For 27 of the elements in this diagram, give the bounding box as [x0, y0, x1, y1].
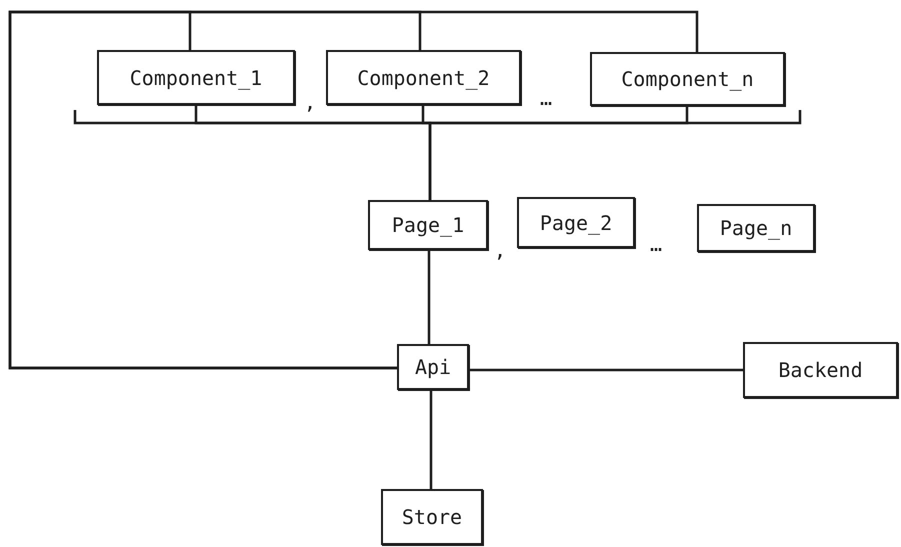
process-box: [326, 50, 521, 105]
node-label: Component_1: [130, 66, 262, 90]
process-box: [517, 197, 635, 248]
connector-line: [428, 250, 430, 344]
process-box: [381, 489, 483, 545]
node-label: Store: [402, 505, 462, 529]
connector-line: [8, 10, 698, 370]
process-box: [368, 200, 488, 250]
node-label: Component_n: [621, 67, 754, 91]
connector-line: [428, 106, 688, 200]
process-box: [97, 50, 295, 105]
node-label: Page_1: [392, 213, 464, 237]
process-box: [397, 344, 469, 390]
node-label: Component_2: [357, 66, 490, 90]
process-box: [743, 342, 898, 398]
separator-text: ,: [304, 92, 316, 112]
node-label: Api: [414, 355, 452, 379]
connector-line: [430, 390, 432, 489]
node-label: Page_n: [720, 216, 792, 240]
node-label: Page_2: [540, 210, 612, 234]
process-box: [590, 52, 785, 106]
process-box: [697, 204, 815, 252]
connector-line: [469, 368, 743, 372]
separator-text: ,: [494, 240, 506, 260]
node-label: Backend: [778, 358, 863, 382]
separator-text: …: [540, 88, 552, 108]
separator-text: …: [650, 234, 662, 254]
